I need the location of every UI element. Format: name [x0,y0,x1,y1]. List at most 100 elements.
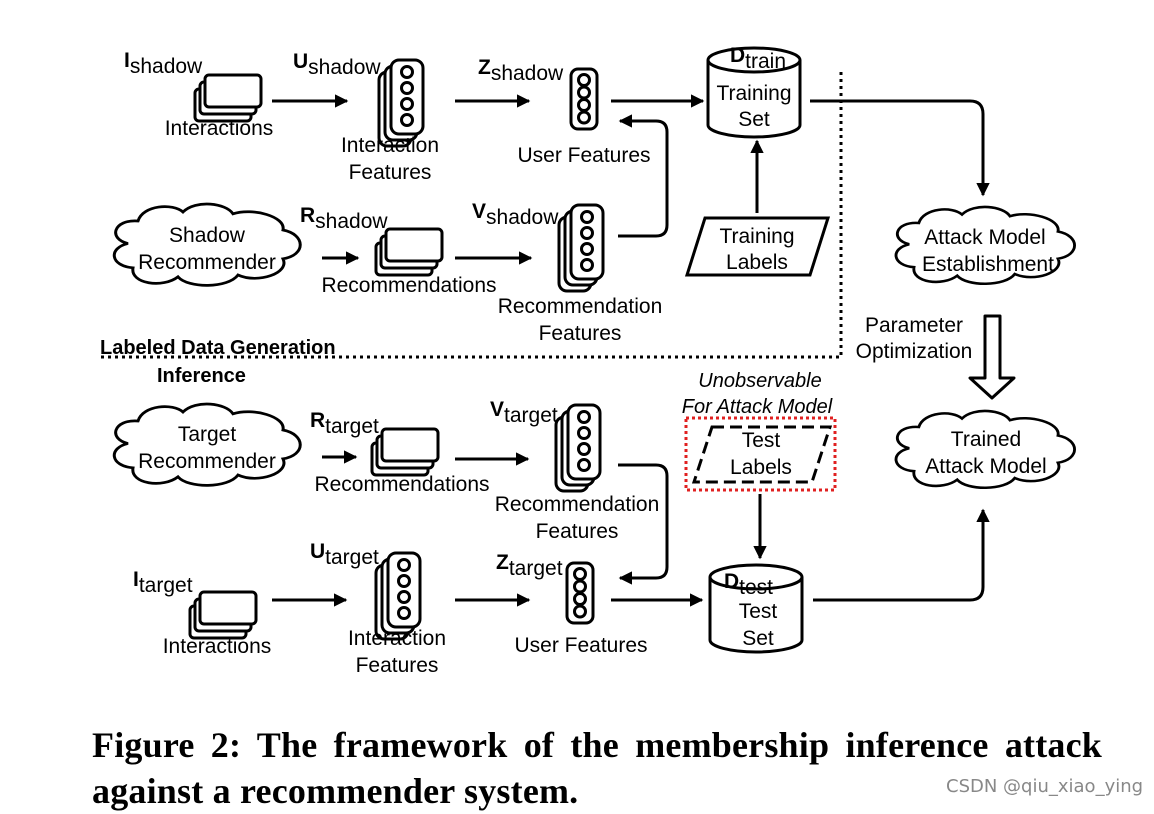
svg-text:Utarget: Utarget [310,540,379,569]
shadow-interaction-features-label-1: Interaction [341,134,439,157]
shadow-interactions-subscript: shadow [130,55,203,78]
shadow-z-symbol: Z [478,56,491,79]
target-z-symbol: Z [496,551,509,574]
attack-model-establishment-node: Attack Model Establishment [894,205,1077,286]
shadow-recommendation-features-label-1: Recommendation [498,295,663,318]
parameter-optimization-label-2: Optimization [856,340,973,363]
d-train-subscript: train [745,50,786,73]
svg-text:Dtrain: Dtrain [730,44,786,73]
test-set-node: Dtest Test Set [708,563,804,654]
target-recommendations-node: Rtarget Recommendations [310,409,490,496]
shadow-recommender-label-2: Recommender [138,251,276,274]
recommendations-cards-icon [370,427,440,477]
shadow-recommendations-label: Recommendations [321,274,496,297]
shadow-v-subscript: shadow [486,206,559,229]
establishment-label-1: Attack Model [924,226,1045,249]
shadow-recommender-node: Shadow Recommender [112,202,302,287]
target-recommender-label-1: Target [178,423,237,446]
unobservable-box [684,416,837,492]
target-recommendation-features-label-2: Features [536,520,619,543]
arrow-shadow-recfeatures-to-user [618,114,669,238]
feature-stack-icon [557,203,605,293]
target-recommender-node: Target Recommender [112,402,302,487]
unobservable-node: Unobservable For Attack Model Test Label… [682,370,837,492]
svg-text:Dtest: Dtest [724,570,773,599]
shadow-interactions-node: Ishadow Interactions [124,49,273,140]
shadow-recommender-label-1: Shadow [169,224,246,247]
inference-heading: Inference [157,365,246,387]
target-interactions-label: Interactions [163,635,272,658]
unobservable-label-2: For Attack Model [682,396,833,418]
svg-text:Ishadow: Ishadow [124,49,203,78]
target-interactions-node: Itarget Interactions [133,568,271,658]
feature-stack-icon [554,403,602,493]
target-interaction-features-label-2: Features [356,654,439,677]
shadow-interaction-features-label-2: Features [349,161,432,184]
target-recommendation-features-label-1: Recommendation [495,493,660,516]
figure-caption: Figure 2: The framework of the membershi… [92,725,1102,811]
target-recommendation-features-node: Vtarget Recommendation Features [490,398,659,543]
shadow-recommendation-features-node: Vshadow Recommendation Features [472,200,662,345]
test-labels-label-2: Labels [730,456,792,479]
training-labels-label-2: Labels [726,251,788,274]
shadow-user-features-node: Zshadow User Features [478,56,651,167]
shadow-r-symbol: R [300,204,315,227]
training-set-label-1: Training [716,82,791,105]
shadow-user-features-label: User Features [517,144,650,167]
trained-model-label-2: Attack Model [925,455,1046,478]
shadow-recommendations-node: Rshadow Recommendations [300,204,497,297]
trained-model-label-1: Trained [951,428,1021,451]
target-recommender-label-2: Recommender [138,450,276,473]
d-train-symbol: D [730,44,745,67]
svg-text:Rshadow: Rshadow [300,204,388,233]
labeled-data-generation-heading: Labeled Data Generation [100,337,336,359]
target-interaction-features-label-1: Interaction [348,627,446,650]
section-divider [100,72,843,359]
d-test-symbol: D [724,570,739,593]
interactions-cards-icon [193,73,263,123]
training-labels-parallelogram [684,216,831,277]
training-labels-node: Training Labels [684,216,831,277]
training-set-cylinder-icon [706,60,802,139]
test-labels-parallelogram [691,425,833,484]
svg-text:Vtarget: Vtarget [490,398,558,427]
target-v-symbol: V [490,398,504,421]
parameter-optimization-label-1: Parameter [865,314,963,337]
svg-text:Vshadow: Vshadow [472,200,559,229]
target-user-features-node: Ztarget User Features [496,551,648,657]
svg-text:Rtarget: Rtarget [310,409,379,438]
shadow-z-subscript: shadow [491,62,564,85]
shadow-recommendation-features-label-2: Features [539,322,622,345]
user-vector-icon [565,561,595,625]
target-user-features-label: User Features [514,634,647,657]
target-i-subscript: target [139,574,193,597]
target-v-subscript: target [504,404,558,427]
hollow-down-arrow-icon [968,314,1016,400]
target-u-symbol: U [310,540,325,563]
shadow-v-symbol: V [472,200,486,223]
svg-text:Ztarget: Ztarget [496,551,563,580]
target-r-symbol: R [310,409,325,432]
shadow-interaction-features-node: Ushadow Interaction Features [293,50,439,184]
target-recommendations-label: Recommendations [314,473,489,496]
arrow-target-recfeatures-to-user [618,463,669,585]
shadow-interactions-label: Interactions [165,117,274,140]
svg-text:Zshadow: Zshadow [478,56,564,85]
shadow-u-subscript: shadow [308,56,381,79]
training-labels-label-1: Training [719,225,794,248]
d-test-subscript: test [739,576,773,599]
target-u-subscript: target [325,546,379,569]
watermark: CSDN @qiu_xiao_ying [946,776,1144,797]
svg-text:Ushadow: Ushadow [293,50,381,79]
training-set-node: Dtrain Training Set [706,44,802,139]
parameter-optimization-node: Parameter Optimization [856,314,1016,400]
trained-attack-model-node: Trained Attack Model [894,409,1077,490]
unobservable-label-1: Unobservable [698,370,821,392]
user-vector-icon [569,67,599,131]
test-set-label-1: Test [739,600,778,623]
arrows [272,94,990,607]
establishment-label-2: Establishment [922,253,1054,276]
target-z-subscript: target [509,557,563,580]
test-set-label-2: Set [742,627,774,650]
shadow-interactions-symbol: I [124,49,130,72]
